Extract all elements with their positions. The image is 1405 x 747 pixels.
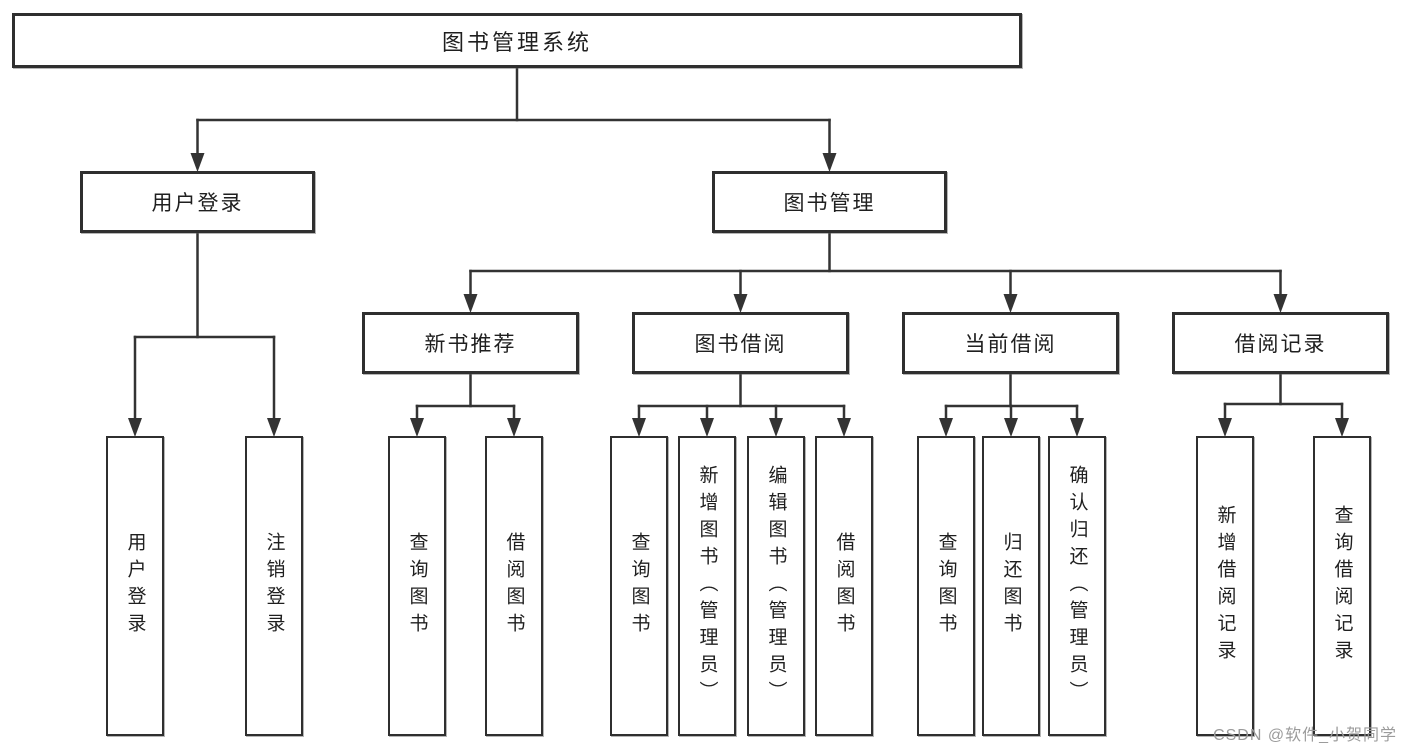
leaf-label: 查询图书 <box>935 532 957 640</box>
leaf-label: 查询图书 <box>406 532 428 640</box>
leaf-label: 编辑图书（管理员） <box>765 464 787 708</box>
leaf-label: 注销登录 <box>263 532 285 640</box>
leaf-add-books-admin: 新增图书（管理员） <box>678 436 736 736</box>
leaf-label: 借阅图书 <box>833 532 855 640</box>
leaf-label: 新增图书（管理员） <box>696 464 718 708</box>
leaf-borrow-books: 借阅图书 <box>815 436 873 736</box>
leaf-user-login: 用户登录 <box>106 436 164 736</box>
leaf-logout: 注销登录 <box>245 436 303 736</box>
node-label: 用户登录 <box>151 192 244 215</box>
leaf-confirm-return-admin: 确认归还（管理员） <box>1048 436 1106 736</box>
leaf-label: 确认归还（管理员） <box>1066 464 1088 708</box>
leaf-query-books-current: 查询图书 <box>917 436 975 736</box>
node-borrowing-records: 借阅记录 <box>1172 312 1389 374</box>
leaf-query-books-recommend: 查询图书 <box>388 436 446 736</box>
leaf-query-books-borrow: 查询图书 <box>610 436 668 736</box>
node-label: 新书推荐 <box>424 333 517 356</box>
node-label: 图书借阅 <box>694 333 787 356</box>
node-label: 图书管理系统 <box>441 29 592 55</box>
leaf-add-borrow-record: 新增借阅记录 <box>1196 436 1254 736</box>
node-library-management-system: 图书管理系统 <box>12 13 1022 68</box>
node-label: 图书管理 <box>783 192 876 215</box>
leaf-label: 用户登录 <box>124 532 146 640</box>
node-label: 借阅记录 <box>1234 333 1327 356</box>
leaf-query-borrow-record: 查询借阅记录 <box>1313 436 1371 736</box>
leaf-label: 查询图书 <box>628 532 650 640</box>
node-book-management: 图书管理 <box>712 171 947 233</box>
leaf-borrow-books-recommend: 借阅图书 <box>485 436 543 736</box>
leaf-edit-books-admin: 编辑图书（管理员） <box>747 436 805 736</box>
node-book-borrowing: 图书借阅 <box>632 312 849 374</box>
leaf-return-books: 归还图书 <box>982 436 1040 736</box>
csdn-watermark: CSDN @软件_小贺同学 <box>1213 727 1397 744</box>
leaf-label: 查询借阅记录 <box>1331 505 1353 667</box>
leaf-label: 归还图书 <box>1000 532 1022 640</box>
leaf-label: 借阅图书 <box>503 532 525 640</box>
node-label: 当前借阅 <box>964 333 1057 356</box>
leaf-label: 新增借阅记录 <box>1214 505 1236 667</box>
node-new-book-recommendation: 新书推荐 <box>362 312 579 374</box>
node-current-borrowing: 当前借阅 <box>902 312 1119 374</box>
node-user-login: 用户登录 <box>80 171 315 233</box>
